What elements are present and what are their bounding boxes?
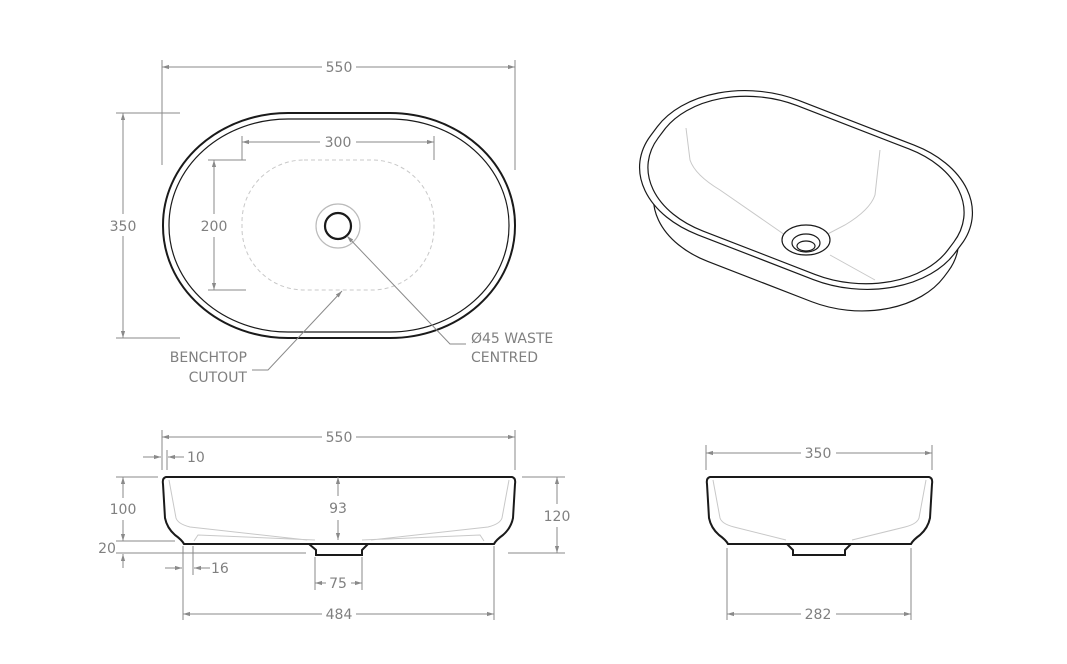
front-body-outline: [161, 476, 517, 545]
waste-label-line1: Ø45 WASTE: [471, 331, 553, 347]
waste-leader: [346, 235, 466, 345]
front-dimension-inner-depth-label: 93: [329, 501, 347, 517]
front-dimension-width-label: 550: [326, 430, 353, 446]
front-dimension-total-height-label: 120: [544, 509, 571, 525]
iso-bowl-contour: [685, 127, 881, 281]
front-view: 550 10 100 20 93 120 16 75: [98, 430, 570, 623]
iso-rim-inner: [614, 71, 998, 309]
front-dimension-waste-height-label: 20: [98, 541, 116, 557]
side-dimension-depth-label: 350: [805, 446, 832, 462]
side-view: 350 282: [705, 445, 934, 623]
dimension-cutout-depth-label: 200: [201, 219, 228, 235]
cutout-label-line1: BENCHTOP: [170, 350, 247, 366]
dimension-width-label: 550: [326, 60, 353, 76]
side-bowl-contour: [712, 479, 927, 541]
side-dimension-base-depth-label: 282: [805, 607, 832, 623]
front-dimension-rim-label: 10: [187, 450, 205, 466]
isometric-view: [604, 64, 1009, 336]
side-body-outline: [705, 476, 934, 545]
front-bowl-contour: [168, 479, 510, 542]
waste-hole: [323, 211, 353, 241]
waste-outer-circle: [315, 203, 361, 249]
iso-waste-hole: [796, 240, 816, 252]
front-dimension-base-width-label: 484: [326, 607, 353, 623]
basin-inner-outline: [168, 118, 510, 333]
iso-waste-inner: [791, 233, 821, 253]
top-view: 550 300 350 200 BENCHTOP CUTOUT Ø45 WAST…: [110, 60, 553, 386]
front-waste-outline: [308, 543, 369, 556]
cutout-leader: [252, 290, 343, 371]
front-dimension-body-height-label: 100: [110, 502, 137, 518]
iso-rim-outer: [604, 64, 1009, 316]
front-dimension-waste-width-label: 75: [329, 576, 347, 592]
cutout-label-line2: CUTOUT: [189, 370, 248, 386]
side-waste-outline: [786, 543, 852, 556]
basin-outer-outline: [162, 112, 516, 339]
dimension-depth-label: 350: [110, 219, 137, 235]
front-dimension-base-offset-label: 16: [211, 561, 229, 577]
waste-label-line2: CENTRED: [471, 350, 538, 366]
benchtop-cutout-outline: [241, 159, 435, 291]
dimension-cutout-width-label: 300: [325, 135, 352, 151]
